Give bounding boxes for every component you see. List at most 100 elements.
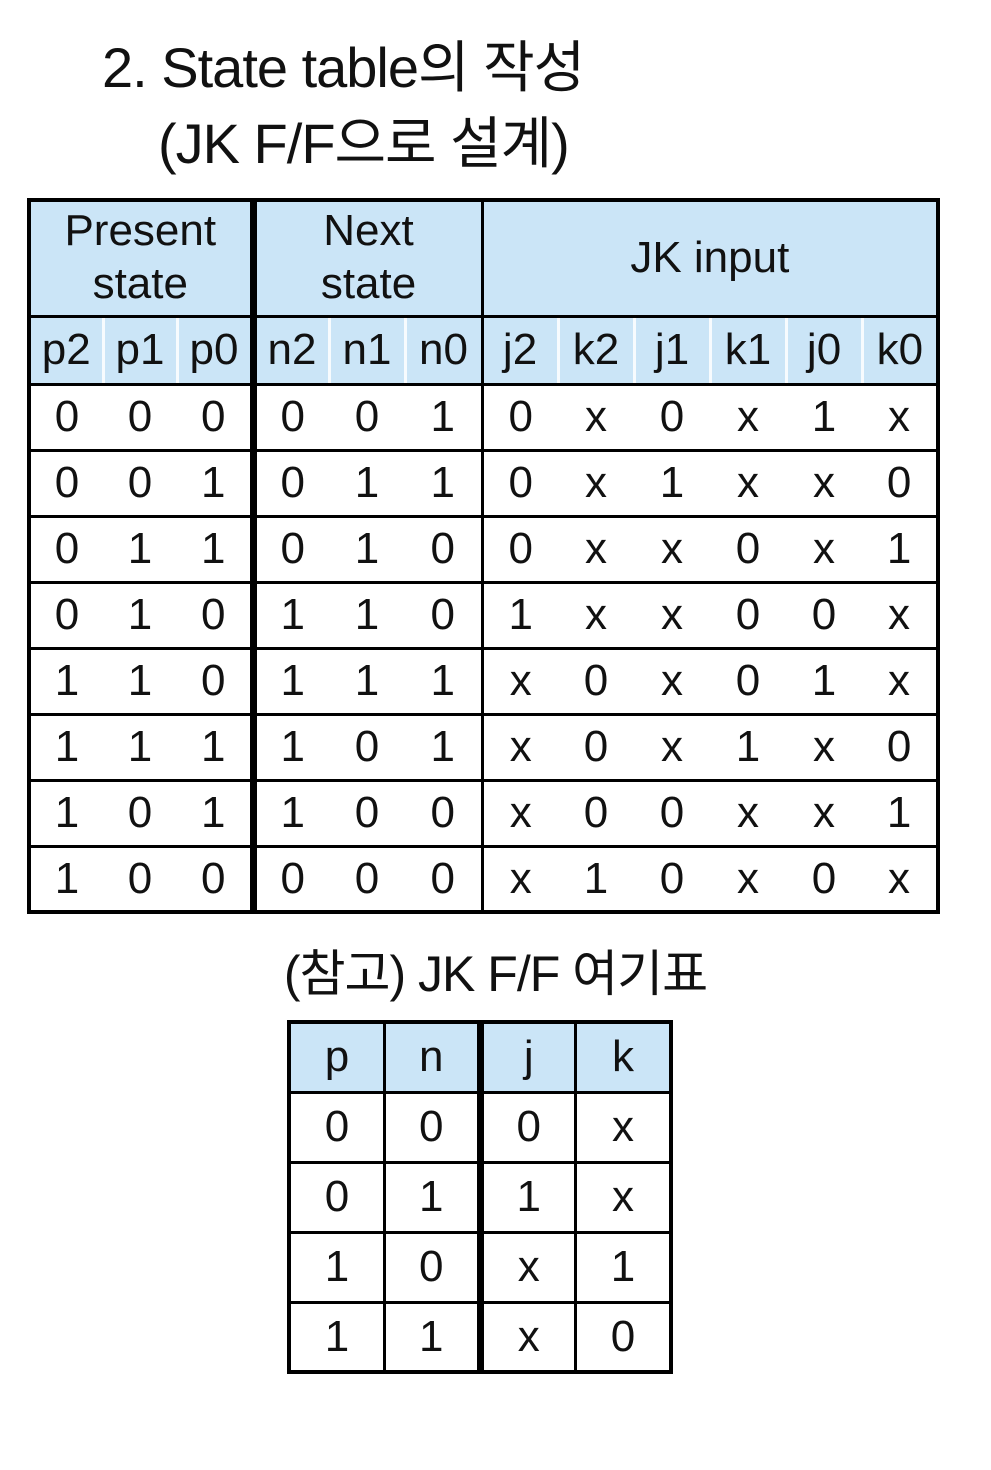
group-header-jk-input: JK input bbox=[480, 200, 939, 318]
excitation-table-row: 1 0 x 1 bbox=[287, 1230, 673, 1304]
state-table-cell: 1 bbox=[710, 714, 787, 782]
state-table-cell: 0 bbox=[103, 846, 177, 914]
state-table-cell: 1 bbox=[177, 780, 254, 848]
state-table-cell: 0 bbox=[405, 582, 483, 650]
state-table-cell: 1 bbox=[634, 450, 711, 518]
state-table: Present state Next state JK input p2 p1 … bbox=[27, 198, 941, 914]
group-header-present-state: Present state bbox=[29, 200, 254, 318]
state-table-row: 1 1 0 1 1 1 x 0 x 0 1 x bbox=[29, 648, 939, 716]
state-table-cell: 1 bbox=[405, 648, 483, 716]
state-table-cell: 0 bbox=[405, 846, 483, 914]
page-title: 2. State table의 작성 (JK F/F으로 설계) bbox=[102, 30, 991, 182]
state-table-cell: 1 bbox=[329, 450, 406, 518]
state-table-cell: 0 bbox=[329, 846, 406, 914]
state-table-cell: 1 bbox=[405, 384, 483, 452]
state-table-cell: x bbox=[480, 780, 559, 848]
state-table-cell: 0 bbox=[480, 450, 559, 518]
state-table-cell: 0 bbox=[29, 516, 103, 584]
state-table-cell: 0 bbox=[29, 582, 103, 650]
state-table-cell: 0 bbox=[710, 582, 787, 650]
state-table-cell: 1 bbox=[249, 714, 330, 782]
state-table-cell: 1 bbox=[480, 582, 559, 650]
excitation-table-cell: 1 bbox=[383, 1160, 482, 1234]
state-table-cell: x bbox=[480, 846, 559, 914]
state-table-cell: 1 bbox=[249, 582, 330, 650]
state-table-cell: 0 bbox=[249, 384, 330, 452]
state-table-cell: 1 bbox=[103, 648, 177, 716]
excitation-table-cell: 0 bbox=[287, 1090, 386, 1164]
excitation-header-p: p bbox=[287, 1020, 386, 1094]
state-table-cell: 0 bbox=[405, 516, 483, 584]
excitation-table-row: 1 1 x 0 bbox=[287, 1300, 673, 1374]
state-table-cell: 0 bbox=[103, 780, 177, 848]
excitation-table-cell: 1 bbox=[287, 1300, 386, 1374]
state-table-cell: x bbox=[634, 648, 711, 716]
state-table-cell: 1 bbox=[786, 384, 863, 452]
state-table-cell: 0 bbox=[177, 648, 254, 716]
excitation-table-row: 0 0 0 x bbox=[287, 1090, 673, 1164]
state-table-row: 0 1 0 1 1 0 1 x x 0 0 x bbox=[29, 582, 939, 650]
excitation-table-cell: x bbox=[574, 1090, 673, 1164]
state-table-cell: 0 bbox=[710, 648, 787, 716]
excitation-header-k: k bbox=[574, 1020, 673, 1094]
excitation-header-row: p n j k bbox=[287, 1020, 673, 1094]
state-table-cell: x bbox=[710, 450, 787, 518]
state-table-cell: 0 bbox=[177, 384, 254, 452]
excitation-table-cell: 0 bbox=[476, 1090, 577, 1164]
state-table-cell: 1 bbox=[862, 780, 939, 848]
state-table-cell: x bbox=[480, 648, 559, 716]
state-table-cell: x bbox=[786, 450, 863, 518]
state-table-cell: 0 bbox=[29, 450, 103, 518]
excitation-header-j: j bbox=[476, 1020, 577, 1094]
state-table-cell: 1 bbox=[177, 516, 254, 584]
state-table-cell: 1 bbox=[249, 780, 330, 848]
state-table-cell: x bbox=[634, 714, 711, 782]
state-table-cell: x bbox=[862, 384, 939, 452]
state-table-cell: 1 bbox=[103, 582, 177, 650]
state-table-cell: x bbox=[558, 450, 635, 518]
excitation-table-cell: x bbox=[476, 1230, 577, 1304]
excitation-header-n: n bbox=[383, 1020, 482, 1094]
state-table-cell: x bbox=[862, 582, 939, 650]
state-table-cell: x bbox=[710, 384, 787, 452]
state-table-cell: 0 bbox=[480, 384, 559, 452]
state-table-cell: x bbox=[862, 648, 939, 716]
state-table-cell: 1 bbox=[786, 648, 863, 716]
state-table-cell: 0 bbox=[862, 714, 939, 782]
state-table-cell: 1 bbox=[29, 648, 103, 716]
state-table-cell: 1 bbox=[405, 450, 483, 518]
state-table-row: 0 0 0 0 0 1 0 x 0 x 1 x bbox=[29, 384, 939, 452]
state-table-cell: 1 bbox=[29, 846, 103, 914]
state-table-subheader-row: p2 p1 p0 n2 n1 n0 j2 k2 j1 k1 j0 k0 bbox=[29, 316, 939, 386]
title-line-2: (JK F/F으로 설계) bbox=[158, 112, 570, 175]
state-table-row: 0 0 1 0 1 1 0 x 1 x x 0 bbox=[29, 450, 939, 518]
state-table-row: 1 0 0 0 0 0 x 1 0 x 0 x bbox=[29, 846, 939, 914]
subheader-k1: k1 bbox=[708, 316, 787, 386]
state-table-cell: 1 bbox=[329, 582, 406, 650]
state-table-cell: 1 bbox=[103, 516, 177, 584]
excitation-table-cell: 0 bbox=[287, 1160, 386, 1234]
state-table-cell: 0 bbox=[405, 780, 483, 848]
excitation-table-cell: x bbox=[574, 1160, 673, 1234]
state-table-cell: x bbox=[634, 582, 711, 650]
subheader-n1: n1 bbox=[327, 316, 406, 386]
state-table-cell: 0 bbox=[710, 516, 787, 584]
excitation-table-cell: 0 bbox=[574, 1300, 673, 1374]
state-table-cell: 1 bbox=[103, 714, 177, 782]
state-table-cell: 0 bbox=[558, 714, 635, 782]
subheader-k0: k0 bbox=[860, 316, 939, 386]
state-table-cell: 0 bbox=[103, 450, 177, 518]
state-table-cell: 1 bbox=[29, 780, 103, 848]
state-table-cell: 0 bbox=[862, 450, 939, 518]
group-header-next-state: Next state bbox=[249, 200, 483, 318]
state-table-cell: x bbox=[710, 780, 787, 848]
state-table-cell: 0 bbox=[480, 516, 559, 584]
subheader-p1: p1 bbox=[101, 316, 177, 386]
excitation-table-cell: 0 bbox=[383, 1230, 482, 1304]
excitation-table: p n j k 0 0 0 x 0 1 1 x 1 0 x bbox=[287, 1020, 673, 1374]
state-table-cell: x bbox=[558, 384, 635, 452]
state-table-cell: 1 bbox=[329, 516, 406, 584]
state-table-cell: 0 bbox=[329, 780, 406, 848]
state-table-cell: 0 bbox=[329, 714, 406, 782]
state-table-cell: 0 bbox=[558, 780, 635, 848]
